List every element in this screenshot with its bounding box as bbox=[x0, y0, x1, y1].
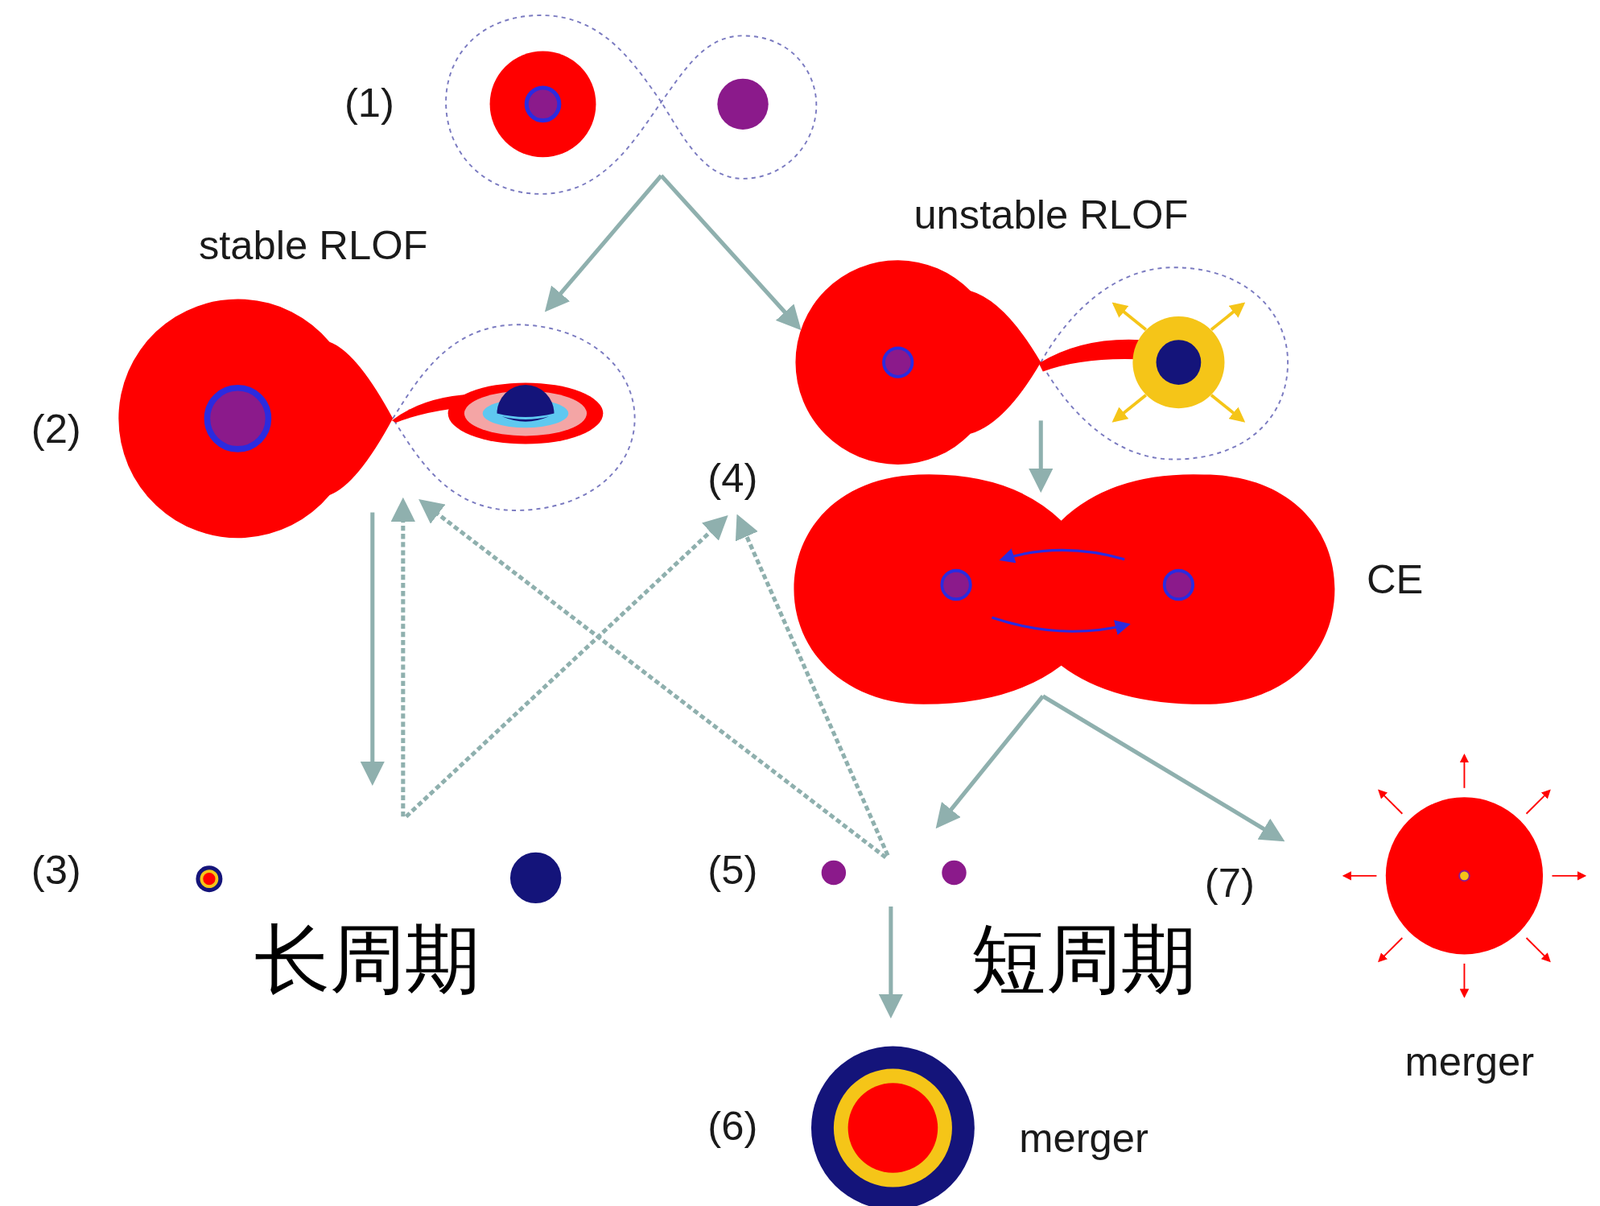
ejecta-arrow bbox=[1551, 874, 1585, 877]
ejecta-arrow bbox=[1526, 937, 1551, 961]
callout-number: (7) bbox=[1204, 860, 1255, 906]
phase-label: unstable RLOF bbox=[913, 191, 1188, 237]
ejecta-arrow bbox=[1463, 963, 1465, 997]
callout-number: (4) bbox=[707, 454, 758, 500]
callout-number: (1) bbox=[344, 79, 395, 125]
outcome-label: merger bbox=[1018, 1115, 1149, 1161]
period-label: 长周期 bbox=[254, 917, 481, 1001]
ejecta-arrow bbox=[1344, 874, 1378, 877]
period-label: 短周期 bbox=[970, 917, 1197, 1001]
callout-number: (6) bbox=[707, 1103, 758, 1149]
ejecta-arrow bbox=[1463, 754, 1465, 788]
ejecta-arrow bbox=[1379, 937, 1403, 961]
callout-number: (2) bbox=[31, 406, 82, 452]
ejecta-arrow bbox=[1379, 790, 1403, 814]
phase-label: CE bbox=[1366, 556, 1423, 602]
outcome-label: merger bbox=[1404, 1039, 1535, 1085]
callout-number: (3) bbox=[31, 846, 82, 892]
phase-label: stable RLOF bbox=[198, 222, 429, 268]
ejecta-arrow bbox=[1526, 790, 1551, 814]
callout-number: (5) bbox=[707, 846, 758, 892]
